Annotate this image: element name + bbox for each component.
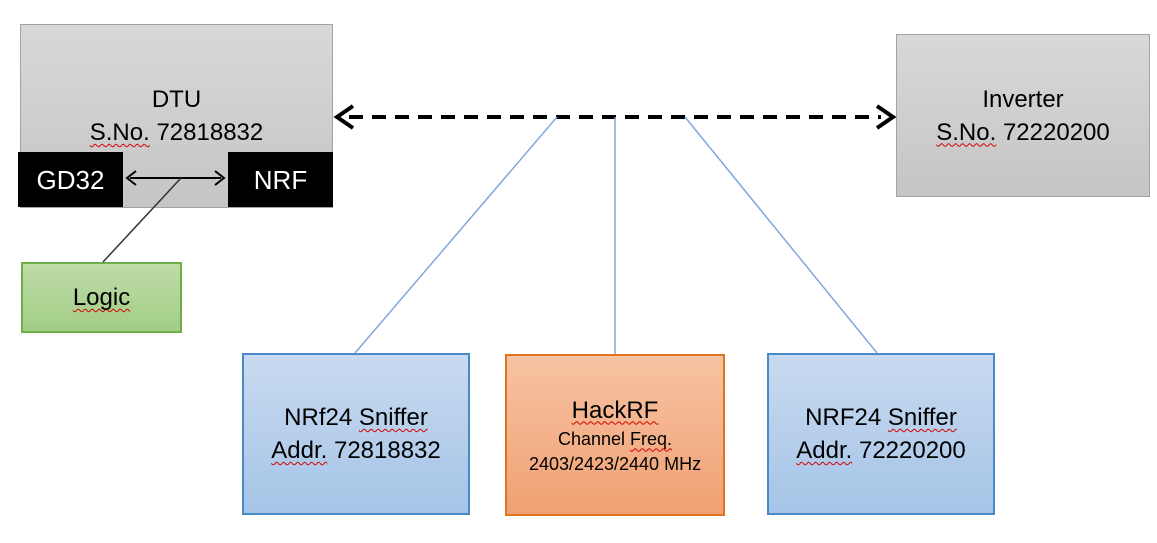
sniffer2-addr: Addr. 72220200 (769, 434, 993, 467)
sniffer2-label: NRF24 Sniffer Addr. 72220200 (769, 401, 993, 467)
hackrf-box: HackRF Channel Freq. 2403/2423/2440 MHz (505, 354, 725, 516)
sniffer1-link (354, 116, 558, 354)
gd32-box: GD32 (18, 152, 123, 207)
arrowhead-right-icon (875, 104, 897, 130)
sniffer2-title: NRF24 Sniffer (769, 401, 993, 434)
dtu-serial-label: S.No. (89, 119, 150, 146)
arrowhead-left-icon (333, 104, 355, 130)
logic-label: Logic (72, 284, 131, 311)
logic-box: Logic (21, 262, 182, 333)
sniffer2-addr-label: Addr. (796, 437, 853, 464)
sniffer2-link (684, 116, 878, 354)
dtu-label: DTU S.No. 72818832 (21, 83, 332, 149)
sniffer2-title-word: Sniffer (887, 404, 957, 431)
inverter-title: Inverter (982, 85, 1064, 113)
dtu-title: DTU (151, 86, 202, 113)
nrf-box: NRF (228, 152, 333, 207)
sniffer1-title-word: Sniffer (358, 404, 428, 431)
inverter-box: Inverter S.No. 72220200 (896, 34, 1150, 197)
dtu-serial-value: 72818832 (156, 119, 264, 146)
hackrf-freq-prefix: Channel (557, 428, 626, 449)
inverter-serial: S.No. 72220200 (897, 116, 1149, 149)
hackrf-freq-label: Channel Freq. (507, 427, 723, 452)
inverter-serial-value: 72220200 (1002, 118, 1110, 146)
hackrf-freq-word: Freq. (630, 428, 673, 449)
dtu-serial: S.No. 72818832 (21, 116, 332, 149)
nrf-label: NRF (253, 164, 308, 195)
sniffer2-title-prefix: NRF24 (805, 404, 882, 431)
sniffer1-box: NRf24 Sniffer Addr. 72818832 (242, 353, 470, 515)
sniffer1-title-prefix: NRf24 (284, 404, 353, 431)
sniffer1-title: NRf24 Sniffer (244, 401, 468, 434)
hackrf-title: HackRF (571, 396, 659, 424)
gd32-label: GD32 (36, 164, 105, 195)
inverter-label: Inverter S.No. 72220200 (897, 83, 1149, 149)
sniffer2-box: NRF24 Sniffer Addr. 72220200 (767, 353, 995, 515)
hackrf-freq-values: 2403/2423/2440 MHz (528, 453, 702, 474)
inverter-serial-label: S.No. (936, 118, 997, 146)
sniffer1-addr-value: 72818832 (333, 437, 441, 464)
sniffer1-addr: Addr. 72818832 (244, 434, 468, 467)
sniffer1-addr-label: Addr. (271, 437, 328, 464)
sniffer1-label: NRf24 Sniffer Addr. 72818832 (244, 401, 468, 467)
sniffer2-addr-value: 72220200 (858, 437, 966, 464)
hackrf-label: HackRF Channel Freq. 2403/2423/2440 MHz (507, 394, 723, 477)
